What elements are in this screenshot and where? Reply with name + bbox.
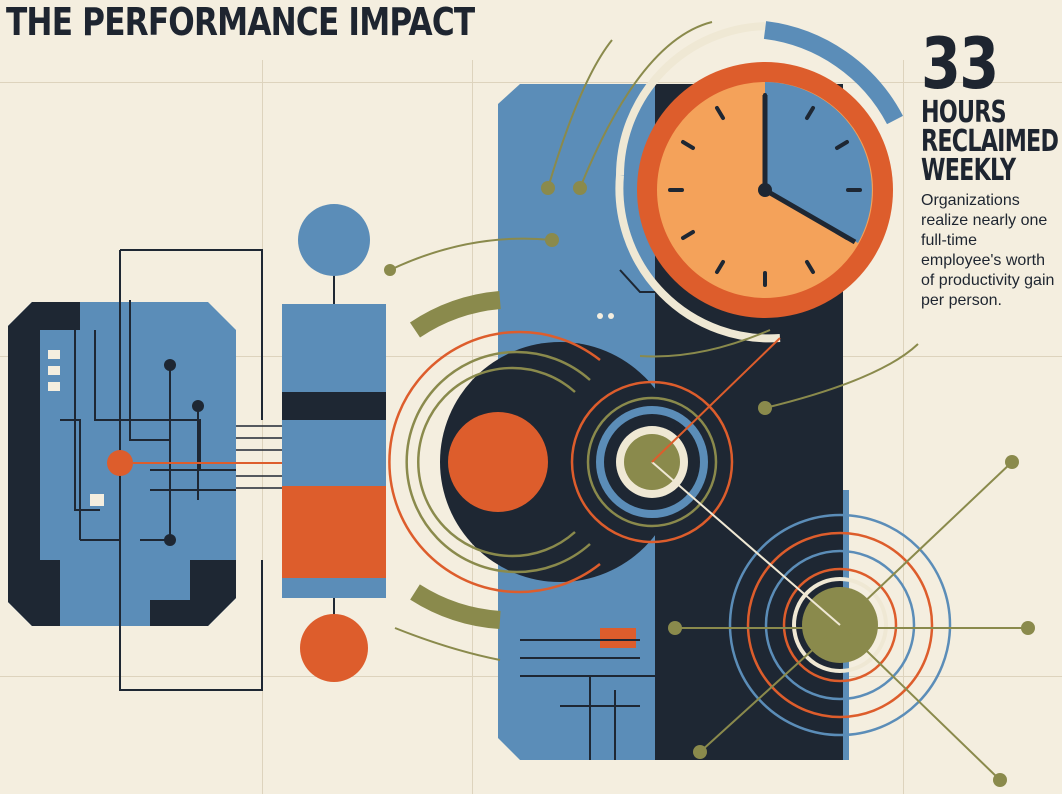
grid-line [0, 82, 1062, 83]
grid-line [903, 60, 904, 794]
page-title: THE PERFORMANCE IMPACT [6, 0, 475, 44]
circuit-chip-icon [8, 249, 282, 691]
grid-line [262, 60, 263, 794]
stat-block: 33 HOURS RECLAIMED WEEKLY Organizations … [921, 23, 1059, 311]
stat-number: 33 [921, 23, 999, 105]
stat-label-line: HOURS [921, 95, 1007, 130]
stat-description: Organizations realize nearly one full-ti… [921, 192, 1055, 309]
stat-label-line: RECLAIMED [921, 124, 1059, 159]
clock-icon [615, 21, 903, 343]
target-rings [728, 513, 952, 737]
signal-rings [388, 330, 601, 594]
connector-column [282, 204, 386, 682]
orange-dot [448, 412, 548, 512]
stat-label-line: WEEKLY [921, 153, 1016, 188]
